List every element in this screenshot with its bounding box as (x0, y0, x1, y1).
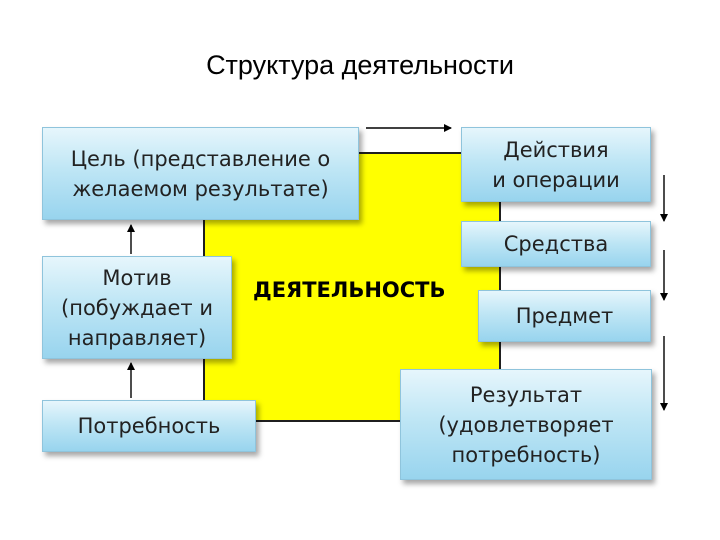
means-box: Средства (461, 221, 651, 267)
motive-box: Мотив (побуждает и направляет) (42, 256, 232, 359)
object-box: Предмет (478, 290, 651, 342)
need-box: Потребность (42, 400, 256, 452)
actions-box: Действия и операции (461, 127, 651, 202)
slide-title: Структура деятельности (206, 50, 514, 80)
activity-label: ДЕЯТЕЛЬНОСТЬ (253, 278, 446, 302)
goal-box: Цель (представление о желаемом результат… (42, 127, 359, 220)
result-box: Результат (удовлетворяет потребность) (400, 369, 652, 480)
